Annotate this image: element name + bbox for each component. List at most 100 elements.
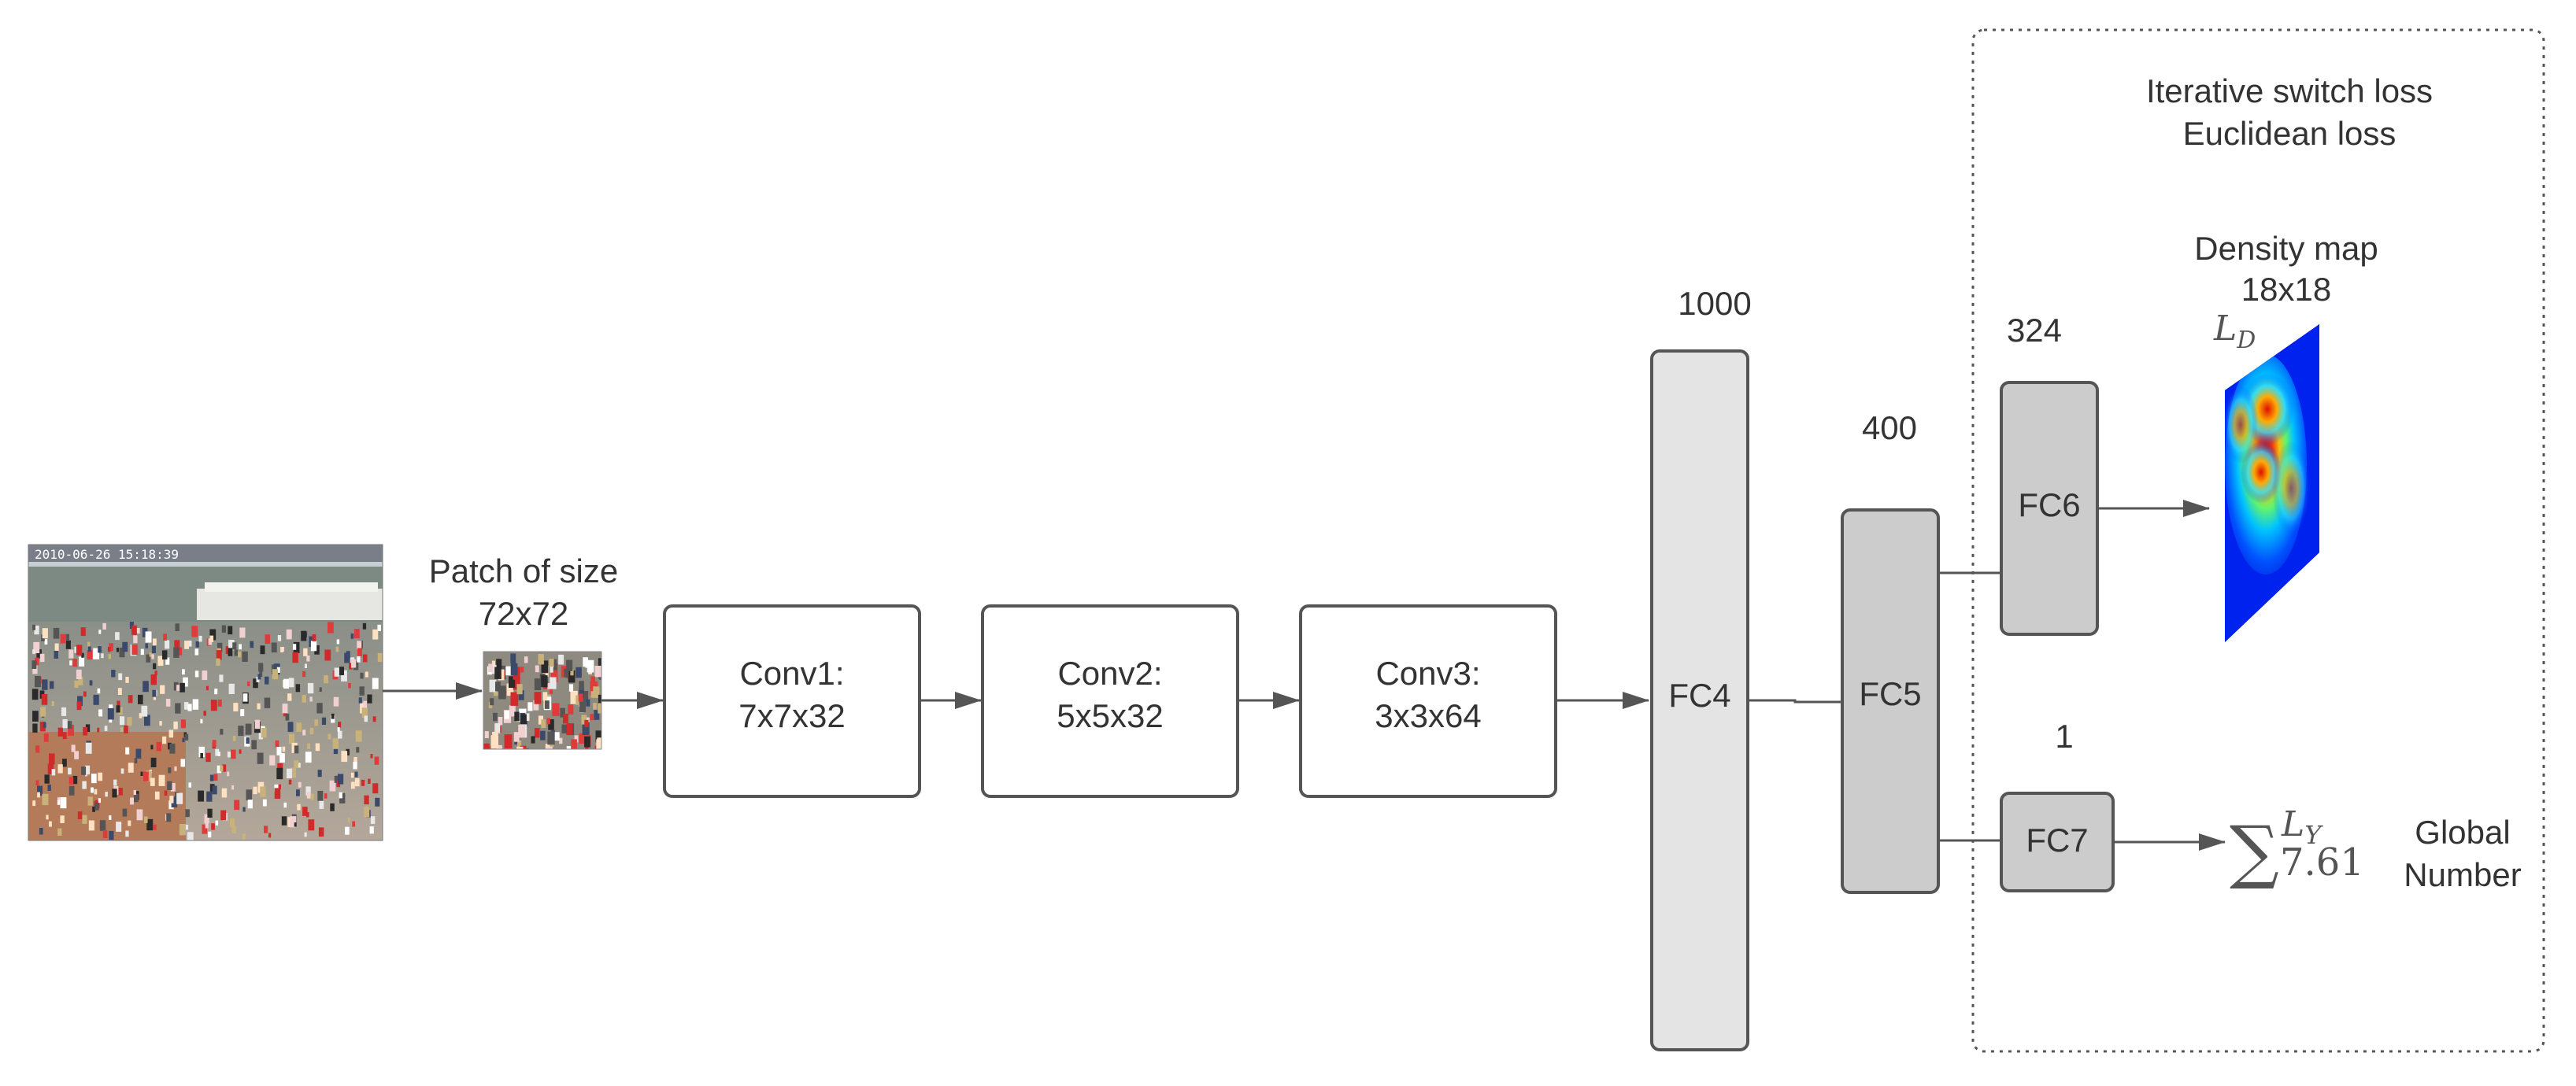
crowd-figure bbox=[261, 728, 267, 738]
crowd-figure bbox=[82, 814, 87, 824]
crowd-figure bbox=[504, 734, 513, 748]
crowd-figure bbox=[195, 641, 199, 648]
crowd-figure bbox=[552, 703, 560, 716]
crowd-figure bbox=[39, 653, 45, 663]
loss-label-line2: Euclidean loss bbox=[2183, 115, 2396, 152]
crowd-figure bbox=[302, 807, 308, 816]
crowd-figure bbox=[341, 670, 347, 682]
crowd-figure bbox=[257, 674, 261, 680]
crowd-figure bbox=[242, 693, 248, 702]
crowd-figure bbox=[496, 744, 502, 749]
crowd-figure bbox=[225, 646, 231, 654]
crowd-figure bbox=[43, 722, 46, 728]
crowd-figure bbox=[281, 816, 287, 826]
crowd-figure bbox=[564, 668, 569, 678]
crowd-figure bbox=[531, 736, 535, 744]
crowd-figure bbox=[206, 791, 213, 802]
crowd-figure bbox=[212, 785, 217, 795]
timestamp-overlay: 2010-06-26 15:18:39 bbox=[35, 547, 179, 562]
global-label-line1: Global bbox=[2415, 814, 2510, 851]
crowd-figure bbox=[289, 733, 295, 744]
crowd-figure bbox=[297, 803, 301, 811]
crowd-figure bbox=[109, 704, 113, 712]
crowd-figure bbox=[204, 814, 209, 824]
crowd-figure bbox=[31, 689, 39, 700]
crowd-figure bbox=[41, 694, 48, 705]
crowd-figure bbox=[215, 748, 220, 756]
crowd-figure bbox=[91, 774, 97, 784]
density-title: Density map bbox=[2194, 230, 2378, 267]
crowd-figure bbox=[78, 677, 83, 685]
crowd-figure bbox=[490, 698, 494, 706]
crowd-figure bbox=[154, 791, 160, 800]
crowd-figure bbox=[184, 702, 189, 710]
crowd-figure bbox=[359, 686, 365, 696]
crowd-figure bbox=[76, 645, 83, 656]
crowd-figure bbox=[140, 648, 144, 656]
crowd-figure bbox=[354, 778, 360, 787]
crowd-figure bbox=[128, 763, 134, 773]
crowd-figure bbox=[146, 818, 154, 831]
crowd-figure bbox=[68, 724, 74, 736]
crowd-figure bbox=[170, 782, 176, 792]
crowd-figure bbox=[89, 680, 93, 686]
crowd-figure bbox=[44, 639, 48, 645]
crowd-figure bbox=[228, 640, 235, 651]
crowd-figure bbox=[328, 733, 331, 740]
crowd-figure bbox=[372, 629, 379, 640]
density-map-image bbox=[2225, 324, 2319, 642]
crowd-figure bbox=[351, 659, 357, 668]
crowd-figure bbox=[516, 684, 523, 695]
crowd-figure bbox=[108, 654, 111, 659]
crowd-figure bbox=[139, 713, 142, 718]
crowd-figure bbox=[97, 727, 100, 733]
crowd-figure bbox=[124, 725, 128, 733]
crowd-figure bbox=[125, 830, 129, 837]
crowd-figure bbox=[517, 740, 522, 748]
crowd-figure bbox=[317, 770, 322, 778]
crowd-figure bbox=[238, 651, 242, 658]
crowd-figure bbox=[483, 743, 490, 749]
crowd-figure bbox=[357, 648, 362, 657]
crowd-figure bbox=[239, 749, 242, 754]
crowd-figure bbox=[295, 684, 301, 693]
crowd-figure bbox=[355, 730, 362, 742]
crowd-figure bbox=[111, 670, 116, 678]
crowd-figure bbox=[93, 694, 99, 705]
crowd-figure bbox=[287, 722, 294, 732]
crowd-figure bbox=[47, 763, 54, 774]
crowd-figure bbox=[280, 647, 283, 652]
crowd-figure bbox=[304, 832, 307, 837]
crowd-figure bbox=[168, 767, 172, 774]
crowd-figure bbox=[77, 696, 83, 707]
crowd-figure bbox=[494, 667, 502, 679]
crowd-figure bbox=[166, 813, 172, 822]
crowd-figure bbox=[220, 810, 227, 821]
crowd-figure bbox=[354, 771, 358, 778]
crowd-figure bbox=[180, 682, 185, 693]
crowd-figure bbox=[117, 700, 120, 707]
crowd-figure bbox=[560, 707, 565, 718]
crowd-figure bbox=[91, 787, 94, 793]
crowd-figure bbox=[285, 713, 290, 721]
crowd-figure bbox=[157, 656, 164, 667]
crowd-figure bbox=[216, 650, 222, 660]
crowd-figure bbox=[228, 626, 233, 635]
crowd-figure bbox=[271, 642, 277, 653]
crowd-figure bbox=[566, 723, 573, 736]
crowd-figure bbox=[246, 737, 250, 744]
crowd-figure bbox=[367, 694, 372, 704]
crowd-figure bbox=[566, 746, 573, 749]
crowd-figure bbox=[298, 763, 301, 768]
crowd-figure bbox=[198, 790, 204, 802]
crowd-figure bbox=[324, 793, 328, 799]
crowd-figure bbox=[209, 635, 214, 642]
crowd-figure bbox=[491, 660, 495, 667]
crowd-figure bbox=[102, 622, 106, 630]
crowd-figure bbox=[258, 731, 264, 740]
crowd-figure bbox=[510, 692, 519, 706]
fc7-name: FC7 bbox=[2026, 822, 2088, 859]
crowd-figure bbox=[138, 694, 143, 704]
crowd-figure bbox=[62, 732, 67, 740]
crowd-figure bbox=[85, 724, 91, 732]
